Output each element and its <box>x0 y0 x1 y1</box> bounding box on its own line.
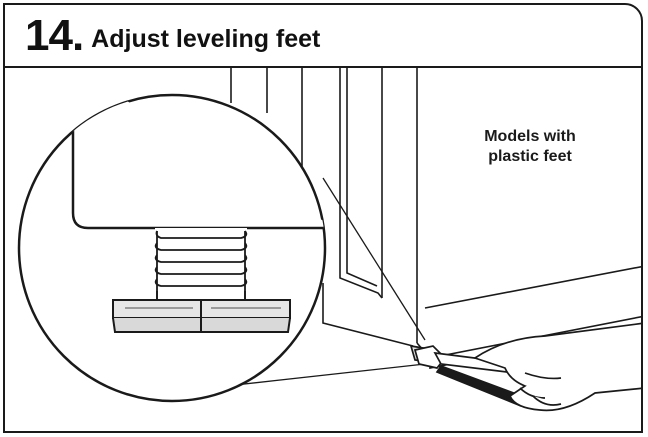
magnified-foot-icon <box>17 93 327 403</box>
step-header: 14. Adjust leveling feet <box>5 5 641 68</box>
instruction-panel: 14. Adjust leveling feet <box>3 3 643 433</box>
model-callout: Models with plastic feet <box>455 127 605 167</box>
leveling-feet-illustration <box>17 68 641 412</box>
step-number: 14. <box>25 10 84 60</box>
step-title: Adjust leveling feet <box>91 25 321 53</box>
callout-line-2: plastic feet <box>488 148 572 165</box>
wrench-in-hand-icon <box>409 322 641 412</box>
callout-line-1: Models with <box>484 128 576 145</box>
magnifier-connector-lines <box>216 177 426 388</box>
